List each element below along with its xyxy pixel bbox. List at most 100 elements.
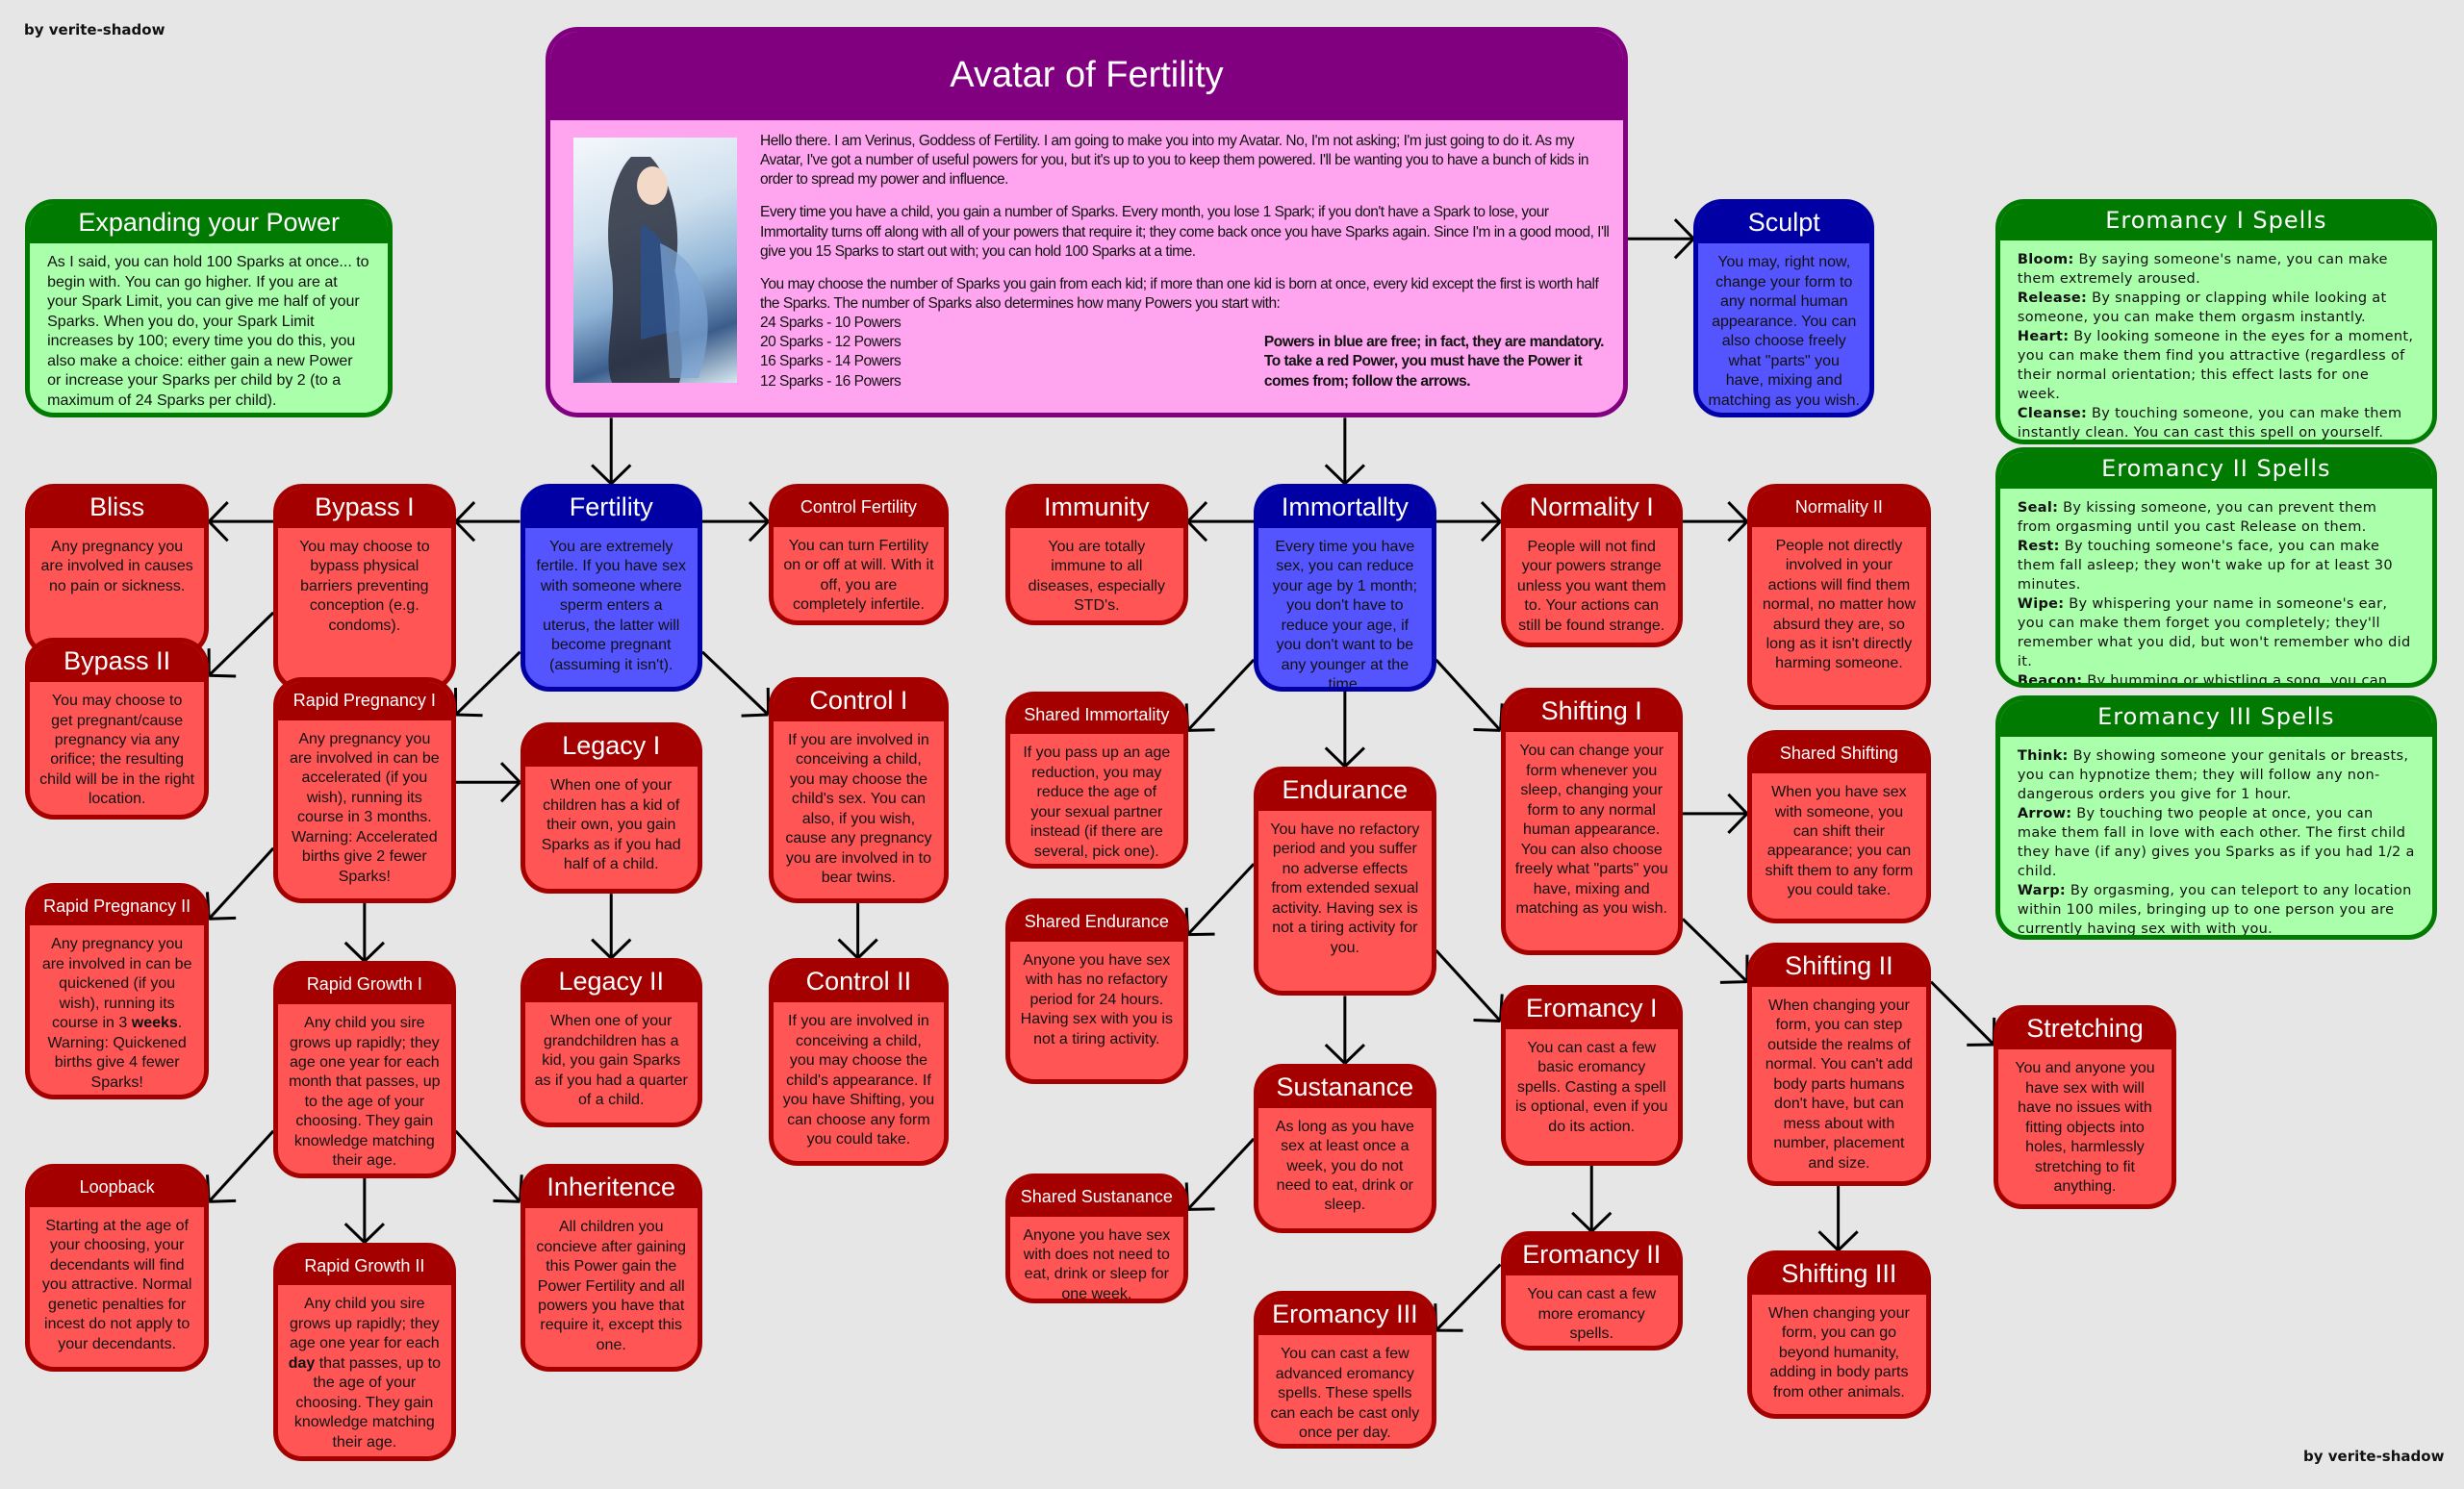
description-text: You are totally immune to all diseases, …	[1028, 539, 1165, 615]
dependency-arrow	[1184, 863, 1256, 937]
power-node-rg2: Rapid Growth II Any child you sire grows …	[273, 1242, 456, 1461]
spell-name: Warp:	[2017, 883, 2066, 898]
dependency-arrow	[343, 902, 385, 963]
power-description: People not directly involved in your act…	[1752, 527, 1926, 705]
description-text: When one of your grandchildren has a kid…	[534, 1013, 688, 1109]
description-text: Starting at the age of your choosing, yo…	[41, 1217, 192, 1352]
dependency-arrow	[1434, 1263, 1502, 1332]
dependency-arrow	[343, 1177, 385, 1244]
power-title: Shifting III	[1751, 1254, 1926, 1295]
dependency-arrow	[455, 762, 521, 803]
intro-paragraph: Every time you have a child, you gain a …	[760, 204, 1610, 260]
power-description: When one of your grandchildren has a kid…	[525, 1002, 698, 1123]
power-description: As long as you have sex at least once a …	[1258, 1108, 1431, 1228]
spell-effect: By touching someone's face, you can make…	[2017, 538, 2393, 593]
power-description: You can turn Fertility on or off at will…	[774, 527, 945, 620]
power-title: Shifting II	[1751, 946, 1926, 987]
description-text: When you have sex with someone, you can …	[1765, 784, 1914, 899]
power-description: People will not find your powers strange…	[1506, 528, 1678, 643]
spell-name: Release:	[2017, 290, 2088, 306]
description-text: Any pregnancy you are involved in causes…	[40, 539, 193, 594]
power-title: Expanding your Power	[30, 204, 389, 244]
description-text: You can cast a few basic eromancy spells…	[1515, 1039, 1668, 1135]
spark-tier: 24 Sparks - 10 Powers	[760, 315, 902, 332]
author-credit-bottom: by verite-shadow	[2303, 1448, 2445, 1465]
description-text: Any child you sire grows up rapidly; the…	[290, 1296, 440, 1352]
description-text: As long as you have sex at least once a …	[1275, 1118, 1414, 1214]
power-title: Rapid Growth I	[278, 966, 451, 1005]
spell-effect: By saying someone's name, you can make t…	[2017, 251, 2388, 287]
power-title: Shared Sustanance	[1010, 1177, 1183, 1217]
power-title: Legacy I	[524, 727, 698, 768]
page-title: Avatar of Fertility	[550, 32, 1623, 120]
power-description: You can cast a few basic eromancy spells…	[1506, 1029, 1678, 1161]
spell-list-title: Eromancy I Spells	[1999, 204, 2432, 240]
power-description: Any pregnancy you are involved in can be…	[278, 720, 450, 898]
spell-name: Seal:	[2017, 499, 2059, 516]
power-title: Shared Endurance	[1010, 903, 1183, 942]
spell-effect: By touching two people at once, you can …	[2017, 806, 2415, 879]
power-node-legacy2: Legacy II When one of your grandchildren …	[520, 958, 702, 1128]
power-description: You may choose to bypass physical barrie…	[278, 528, 450, 687]
spell-name: Rest:	[2017, 538, 2060, 554]
power-description: When one of your children has a kid of t…	[525, 767, 698, 889]
power-title: Eromancy II	[1505, 1236, 1678, 1276]
intro-footer: 24 Sparks - 10 Powers 20 Sparks - 12 Pow…	[760, 314, 1610, 391]
spell-name: Beacon:	[2017, 672, 2083, 689]
spell-item: Rest: By touching someone's face, you ca…	[2018, 537, 2415, 594]
dependency-arrow	[1627, 218, 1695, 260]
power-description: You have no refactory period and you suf…	[1258, 811, 1431, 991]
rules-note: Powers in blue are free; in fact, they a…	[1263, 333, 1605, 391]
rules-note-line: To take a red Power, you must have the P…	[1263, 353, 1583, 370]
spell-effect: By orgasming, you can teleport to any lo…	[2017, 883, 2412, 937]
power-title: Control Fertility	[773, 488, 945, 527]
emphasis-text: day	[288, 1354, 316, 1372]
power-description: You and anyone you have sex with will ha…	[1998, 1049, 2171, 1204]
power-title: Rapid Growth II	[278, 1247, 451, 1286]
spell-item: Think: By showing someone your genitals …	[2018, 746, 2415, 804]
power-description: You can cast a few more eromancy spells.	[1506, 1275, 1678, 1346]
spell-name: Arrow:	[2017, 806, 2072, 821]
power-description: If you are involved in conceiving a chil…	[774, 721, 945, 898]
intro-text: Hello there. I am Verinus, Goddess of Fe…	[760, 132, 1610, 391]
description-text: . Warning: Quickened births give 4 fewer…	[47, 1015, 187, 1091]
spell-item: Beacon: By humming or whistling a song, …	[2017, 671, 2415, 689]
description-text: Anyone you have sex with has no refactor…	[1020, 951, 1173, 1047]
intro-paragraph: You may choose the number of Sparks you …	[760, 275, 1599, 312]
dependency-arrow	[1324, 417, 1365, 486]
author-credit-top: by verite-shadow	[24, 21, 165, 38]
description-text: that passes, up to the age of your choos…	[293, 1354, 442, 1451]
spell-item: Seal: By kissing someone, you can preven…	[2018, 498, 2415, 537]
dependency-arrow	[207, 611, 275, 678]
power-description: Anyone you have sex with does not need t…	[1010, 1217, 1182, 1300]
spell-effect: By showing someone your genitals or brea…	[2017, 748, 2409, 802]
dependency-arrow	[591, 417, 632, 486]
power-description: Any child you sire grows up rapidly; the…	[278, 1285, 450, 1455]
spell-name: Heart:	[2017, 328, 2070, 344]
spell-list-body: Think: By showing someone your genitals …	[2000, 737, 2432, 937]
power-title: Legacy II	[524, 963, 698, 1003]
power-description: You are extremely fertile. If you have s…	[525, 528, 698, 687]
power-description: Every time you have sex, you can reduce …	[1258, 528, 1431, 687]
power-description: All children you concieve after gaining …	[525, 1208, 698, 1367]
dependency-arrow	[1186, 501, 1255, 543]
dependency-arrow	[701, 501, 770, 543]
spell-name: Bloom:	[2017, 251, 2074, 267]
power-title: Immunity	[1010, 488, 1183, 528]
description-text: Any child you sire grows up rapidly; the…	[289, 1015, 441, 1170]
description-text: All children you concieve after gaining …	[536, 1219, 687, 1353]
